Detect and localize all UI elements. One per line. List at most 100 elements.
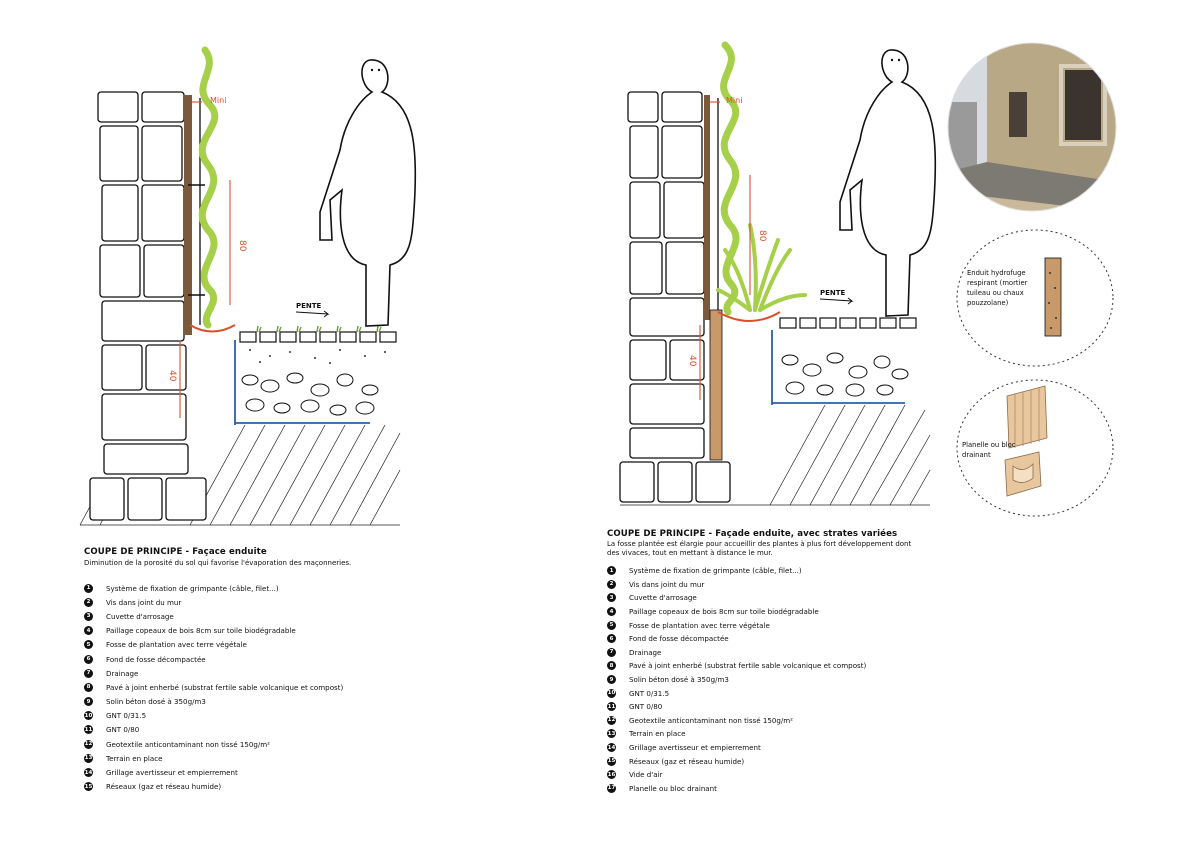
pedestrian-silhouette-right (839, 49, 937, 317)
watering-basin (189, 324, 236, 333)
legend-text: Drainage (106, 668, 139, 678)
legend-item: 3 Cuvette d'arrosage (84, 609, 414, 623)
legend-number: 15 (84, 782, 93, 792)
legend-item: 5 Fosse de plantation avec terre végétale (84, 638, 414, 652)
legend-text: Fosse de plantation avec terre végétale (629, 620, 770, 630)
legend-text: Fond de fosse décompactée (106, 654, 206, 664)
legend-text: Vis dans joint du mur (629, 579, 705, 589)
legend-number: 16 (607, 770, 616, 780)
legend-text: GNT 0/80 (106, 725, 140, 735)
paving-right (779, 317, 917, 329)
section-drawing-right: 80 40 Mini PENTE (619, 41, 937, 506)
legend-text: Paillage copeaux de bois 8cm sur toile b… (106, 626, 296, 636)
dim-pit-label-right: 40 (687, 355, 697, 367)
legend-text: Cuvette d'arrosage (106, 611, 174, 621)
inset-planelle-line2: drainant (962, 451, 991, 459)
facade-photo (947, 42, 1117, 212)
legend-number: 2 (84, 597, 93, 607)
section-drawing-left: 80 40 Mini PENTE (79, 46, 417, 526)
dim-mini-label-right: Mini (726, 96, 742, 105)
dimension-lines (179, 101, 231, 418)
legend-text: Solin béton dosé à 350g/m3 (106, 697, 206, 707)
legend-item: 4 Paillage copeaux de bois 8cm sur toile … (84, 624, 414, 638)
legend-number: 3 (607, 593, 616, 603)
slope-arrow (295, 310, 330, 318)
legend-text: Pavé à joint enherbé (substrat fertile s… (629, 661, 867, 671)
legend-item: 1 Système de fixation de grimpante (câble… (84, 581, 414, 595)
legend-number: 1 (607, 566, 616, 576)
legend-text: GNT 0/31.5 (106, 711, 147, 721)
legend-text: Geotextile anticontaminant non tissé 150… (106, 739, 271, 749)
legend-number: 17 (607, 783, 616, 793)
drainage-block (709, 309, 723, 461)
legend-number: 1 (84, 583, 93, 593)
legend-number: 8 (607, 661, 616, 671)
inset-enduit-line4: pouzzolane) (967, 299, 1009, 307)
gnt-coarse (241, 372, 379, 416)
legend-text: Vide d'air (629, 770, 663, 780)
legend-number: 15 (607, 756, 616, 766)
inset-circle-planelle (956, 379, 1114, 517)
legend-text: Cuvette d'arrosage (629, 593, 697, 603)
legend-text: Geotextile anticontaminant non tissé 150… (629, 715, 794, 725)
legend-number: 7 (607, 647, 616, 657)
right-subtitle-2: des vivaces, tout en mettant à distance … (607, 549, 773, 557)
slope-label-right: PENTE (820, 289, 846, 297)
legend-text: Vis dans joint du mur (106, 597, 182, 607)
legend-number: 7 (84, 668, 93, 678)
inset-enduit-line2: respirant (mortier (967, 279, 1028, 287)
grass-joints (256, 325, 382, 333)
legend-item: 2 Vis dans joint du mur (84, 595, 414, 609)
left-subtitle: Diminution de la porosité du sol qui fav… (84, 559, 352, 567)
climbing-plant (198, 46, 219, 329)
terrain-hatch-right (769, 404, 931, 506)
legend-text: Réseaux (gaz et réseau humide) (629, 756, 745, 766)
dim-pit-label: 40 (167, 370, 177, 382)
inset-enduit-line1: Enduit hydrofuge (967, 269, 1026, 277)
legend-number: 5 (84, 640, 93, 650)
legend-text: Réseaux (gaz et réseau humide) (106, 782, 222, 792)
enduit-sample (1044, 257, 1062, 337)
legend-text: Grillage avertisseur et empierrement (629, 743, 761, 753)
legend-item: 10 GNT 0/31.5 (84, 709, 414, 723)
legend-text: Système de fixation de grimpante (câble,… (106, 583, 279, 593)
legend-number: 3 (84, 611, 93, 621)
legend-item: 3 Cuvette d'arrosage (607, 591, 937, 605)
gnt-fine (249, 349, 386, 364)
legend-number: 13 (84, 753, 93, 763)
legend-text: Drainage (629, 647, 662, 657)
perennial-plant (716, 223, 807, 312)
legend-text: GNT 0/31.5 (629, 688, 670, 698)
legend-text: Fosse de plantation avec terre végétale (106, 640, 247, 650)
legend-text: Fond de fosse décompactée (629, 634, 729, 644)
right-subtitle-1: La fosse plantée est élargie pour accuei… (607, 540, 912, 548)
dim-mini-label: Mini (210, 96, 226, 105)
dimension-lines-right (699, 101, 751, 400)
legend-left: 1 Système de fixation de grimpante (câble… (84, 581, 414, 794)
legend-number: 10 (84, 711, 93, 721)
legend-number: 9 (607, 675, 616, 685)
legend-number: 2 (607, 579, 616, 589)
legend-text: GNT 0/80 (629, 702, 663, 712)
stone-wall (89, 91, 207, 521)
dim-plant-label: 80 (237, 240, 247, 252)
watering-basin-right (717, 311, 781, 322)
legend-number: 4 (84, 626, 93, 636)
legend-number: 14 (84, 768, 93, 778)
slope-label: PENTE (296, 302, 322, 310)
right-title: COUPE DE PRINCIPE - Façade enduite, avec… (607, 529, 898, 539)
legend-item: 2 Vis dans joint du mur (607, 578, 937, 592)
